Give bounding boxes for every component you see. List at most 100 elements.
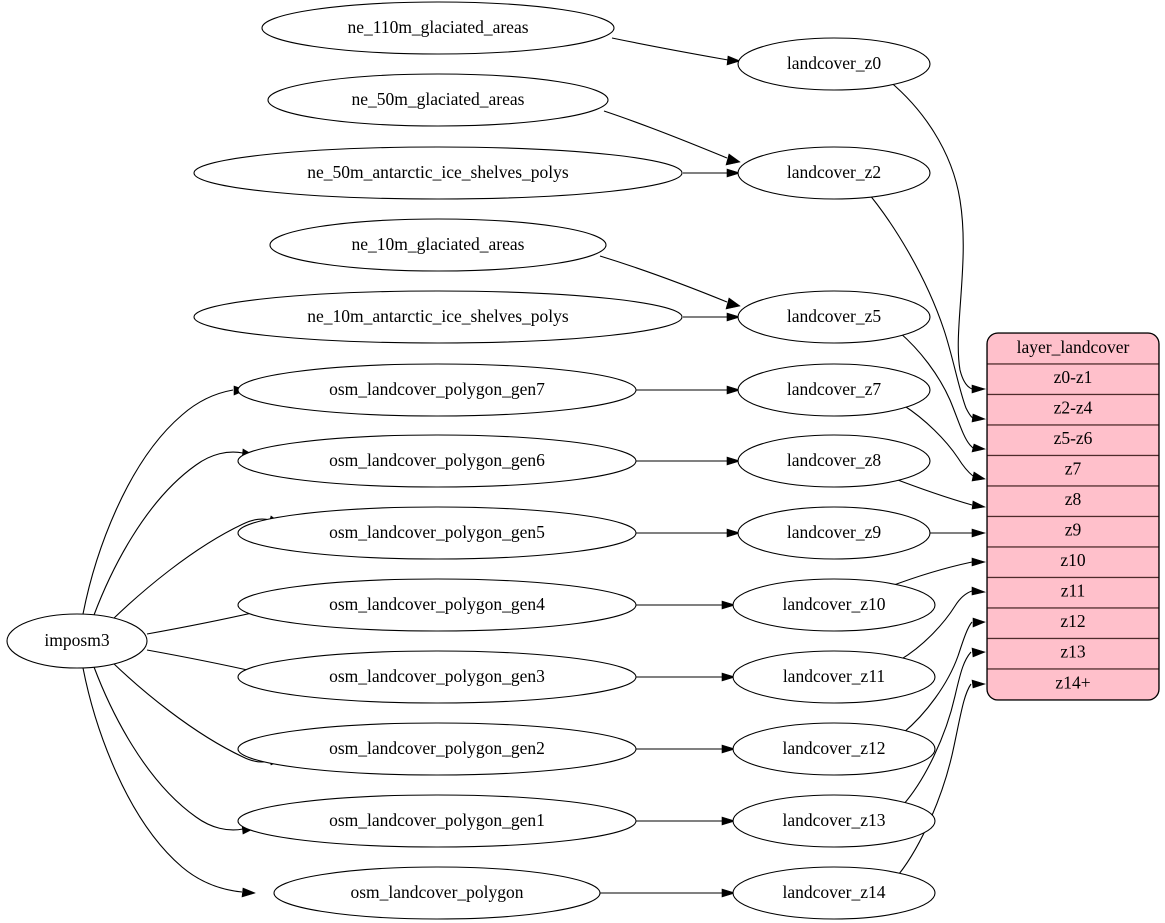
node-label: ne_50m_glaciated_areas: [352, 89, 525, 109]
node-ne-50m-antarctic-ice-shelves-polys[interactable]: ne_50m_antarctic_ice_shelves_polys: [193, 146, 683, 200]
edge-imposm3-to-gen6: [93, 448, 256, 616]
table-row[interactable]: z0-z1: [987, 363, 1159, 396]
node-landcover-z13[interactable]: landcover_z13: [732, 794, 936, 848]
table-row-label: z0-z1: [1054, 367, 1093, 387]
table-row-label: z13: [1060, 642, 1086, 662]
node-label: landcover_z11: [783, 666, 885, 686]
node-label: osm_landcover_polygon_gen6: [329, 450, 545, 470]
layer-landcover-table[interactable]: layer_landcover z0-z1 z2-z4 z5-z6: [986, 332, 1160, 701]
node-landcover-z0[interactable]: landcover_z0: [737, 37, 931, 91]
edge-ne10mglac-to-z5: [599, 255, 741, 310]
edge-ne50mant-to-z2: [683, 168, 742, 178]
table-row-label: z14+: [1055, 673, 1090, 693]
node-label: ne_50m_antarctic_ice_shelves_polys: [307, 162, 569, 182]
node-osm-landcover-polygon[interactable]: osm_landcover_polygon: [273, 866, 601, 920]
node-label: landcover_z7: [787, 379, 882, 399]
table-border: [986, 332, 1160, 701]
edge-z13-to-row-z13: [902, 647, 986, 806]
node-ne-10m-antarctic-ice-shelves-polys[interactable]: ne_10m_antarctic_ice_shelves_polys: [193, 290, 683, 344]
node-label: osm_landcover_polygon_gen5: [329, 522, 545, 542]
table-header-cell: layer_landcover: [987, 333, 1159, 365]
node-osm-landcover-polygon-gen4[interactable]: osm_landcover_polygon_gen4: [237, 578, 637, 632]
edge-ne50mglac-to-z2: [603, 110, 741, 166]
node-landcover-z8[interactable]: landcover_z8: [737, 434, 931, 488]
table-row[interactable]: z7: [987, 454, 1159, 487]
table-row[interactable]: z8: [987, 485, 1159, 518]
edge-gen2-to-z12: [636, 744, 737, 754]
node-landcover-z12[interactable]: landcover_z12: [732, 722, 936, 776]
node-osm-landcover-polygon-gen5[interactable]: osm_landcover_polygon_gen5: [237, 506, 637, 560]
table-row[interactable]: z12: [987, 607, 1159, 640]
node-label: ne_110m_glaciated_areas: [347, 17, 528, 37]
nodes-layer: ne_110m_glaciated_areas ne_50m_glaciated…: [6, 1, 936, 920]
node-label: landcover_z2: [787, 162, 881, 182]
node-landcover-z7[interactable]: landcover_z7: [737, 363, 931, 417]
node-ne-10m-glaciated-areas[interactable]: ne_10m_glaciated_areas: [269, 218, 607, 272]
node-label: ne_10m_glaciated_areas: [352, 234, 525, 254]
node-label: landcover_z14: [782, 882, 885, 902]
node-label: landcover_z12: [782, 738, 885, 758]
node-label: imposm3: [44, 630, 109, 650]
node-label: landcover_z8: [787, 450, 882, 470]
table-row[interactable]: z9: [987, 515, 1159, 548]
node-landcover-z2[interactable]: landcover_z2: [737, 146, 931, 200]
node-label: ne_10m_antarctic_ice_shelves_polys: [307, 306, 569, 326]
node-label: landcover_z0: [787, 53, 882, 73]
table-row-label: z10: [1060, 550, 1086, 570]
table-row-label: z7: [1065, 459, 1082, 479]
node-osm-landcover-polygon-gen1[interactable]: osm_landcover_polygon_gen1: [237, 794, 637, 848]
edge-z2-to-row-z2z4: [863, 187, 986, 423]
node-label: osm_landcover_polygon_gen4: [329, 594, 545, 614]
edge-z9-to-row-z9: [930, 528, 987, 538]
table-row-label: z5-z6: [1054, 428, 1093, 448]
node-landcover-z9[interactable]: landcover_z9: [737, 506, 931, 560]
table-row[interactable]: z11: [987, 576, 1159, 609]
node-ne-110m-glaciated-areas[interactable]: ne_110m_glaciated_areas: [261, 1, 615, 55]
node-landcover-z14[interactable]: landcover_z14: [732, 866, 936, 920]
edge-gen7-to-z7: [636, 385, 742, 395]
node-label: landcover_z13: [782, 810, 885, 830]
edge-gen3-to-z11: [636, 672, 737, 682]
edge-z14-to-row-z14plus: [898, 679, 986, 875]
node-label: osm_landcover_polygon: [350, 882, 523, 902]
edge-z5-to-row-z5z6: [898, 331, 986, 453]
edge-imposm3-to-gen7: [82, 385, 247, 615]
edge-gen5-to-z9: [636, 528, 742, 538]
table-header-label: layer_landcover: [1017, 337, 1130, 357]
table-row-label: z9: [1065, 520, 1082, 540]
node-osm-landcover-polygon-gen7[interactable]: osm_landcover_polygon_gen7: [237, 363, 637, 417]
edge-z8-to-row-z8: [889, 476, 986, 510]
edge-ne10mant-to-z5: [683, 312, 742, 322]
node-osm-landcover-polygon-gen2[interactable]: osm_landcover_polygon_gen2: [237, 722, 637, 776]
node-label: osm_landcover_polygon_gen2: [329, 738, 545, 758]
node-label: landcover_z10: [782, 594, 885, 614]
table-row[interactable]: z10: [987, 546, 1159, 579]
edge-gen1-to-z13: [636, 816, 737, 826]
table-row[interactable]: z14+: [987, 668, 1159, 700]
node-landcover-z5[interactable]: landcover_z5: [737, 290, 931, 344]
node-osm-landcover-polygon-gen6[interactable]: osm_landcover_polygon_gen6: [237, 434, 637, 488]
table-row-label: z8: [1065, 489, 1082, 509]
node-label: landcover_z9: [787, 522, 882, 542]
node-label: osm_landcover_polygon_gen3: [329, 666, 545, 686]
node-imposm3[interactable]: imposm3: [6, 613, 148, 669]
edge-gen6-to-z8: [636, 456, 742, 466]
table-row-label: z11: [1061, 581, 1086, 601]
node-landcover-z11[interactable]: landcover_z11: [732, 650, 936, 704]
table-row-label: z12: [1060, 611, 1085, 631]
edge-gen4-to-z10: [636, 600, 737, 610]
edge-z12-to-row-z12: [902, 617, 986, 734]
node-landcover-z10[interactable]: landcover_z10: [732, 578, 936, 632]
table-row-label: z2-z4: [1054, 398, 1093, 418]
edge-imposm3-to-polygon: [82, 667, 256, 898]
table-row[interactable]: z5-z6: [987, 424, 1159, 457]
node-label: osm_landcover_polygon_gen1: [329, 810, 545, 830]
edge-z11-to-row-z11: [899, 586, 987, 661]
table-row[interactable]: z13: [987, 637, 1159, 670]
node-ne-50m-glaciated-areas[interactable]: ne_50m_glaciated_areas: [267, 73, 609, 127]
edge-polygon-to-z14: [600, 888, 737, 898]
node-osm-landcover-polygon-gen3[interactable]: osm_landcover_polygon_gen3: [237, 650, 637, 704]
table-row[interactable]: z2-z4: [987, 393, 1159, 426]
